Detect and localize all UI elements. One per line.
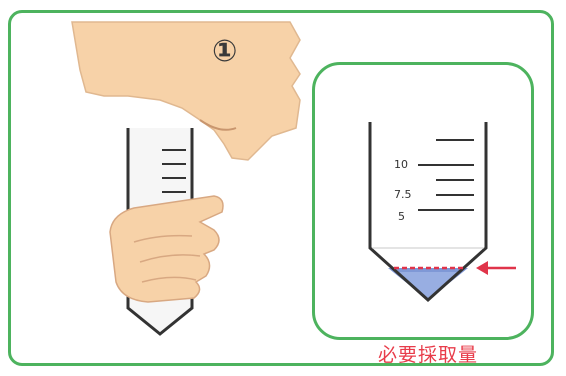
face-silhouette xyxy=(71,21,301,161)
scale-label-5: 5 xyxy=(398,210,405,223)
scale-label-7-5: 7.5 xyxy=(394,188,412,201)
inset-test-tube xyxy=(368,122,516,303)
hand xyxy=(109,195,224,303)
step-number: ① xyxy=(212,34,238,69)
scale-label-10: 10 xyxy=(394,158,408,171)
inset-graduations xyxy=(418,139,474,211)
arrow-left-icon xyxy=(476,261,516,275)
required-amount-caption: 必要採取量 xyxy=(377,344,478,366)
